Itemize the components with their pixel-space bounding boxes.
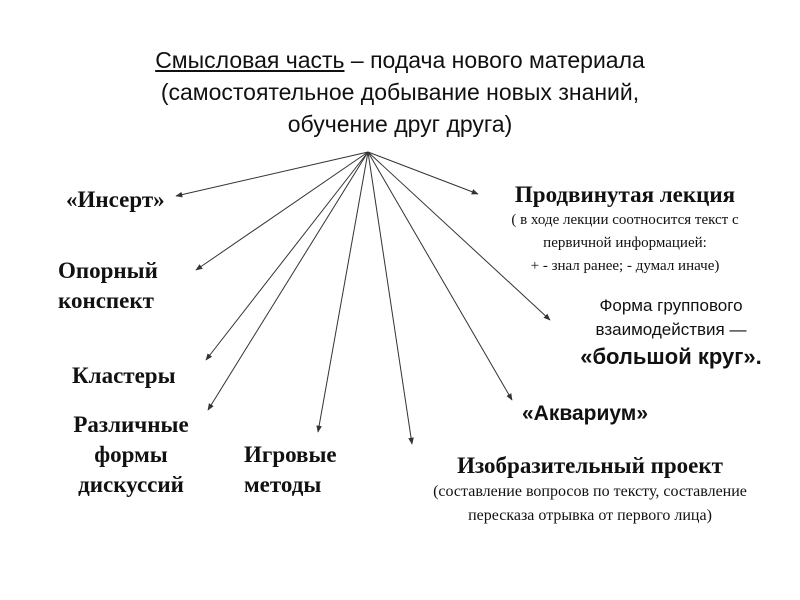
arrow-to-klastery <box>205 151 369 361</box>
title-rest: – подача нового материала <box>344 47 645 73</box>
title-block: Смысловая часть – подача нового материал… <box>60 44 740 140</box>
node-disc-line-2: формы <box>94 442 168 467</box>
node-opor-konspekt: Опорный конспект <box>58 256 158 316</box>
node-opor-line-2: конспект <box>58 288 154 313</box>
title-line-3: обучение друг друга) <box>287 111 513 137</box>
node-advanced-lecture: Продвинутая лекция ( в ходе лекции соотн… <box>470 181 780 278</box>
node-visual-project: Изобразительный проект (составление вопр… <box>390 452 790 528</box>
arrow-to-akvarium <box>367 151 513 401</box>
node-big-circle: Форма группового взаимодействия — «больш… <box>556 294 786 372</box>
arrow-to-game-methods <box>316 151 369 433</box>
title-underlined: Смысловая часть <box>155 47 345 73</box>
node-krug-line-1: Форма группового <box>599 296 743 315</box>
node-disc-line-3: дискуссий <box>78 472 184 497</box>
node-akvarium: «Аквариум» <box>522 402 649 425</box>
node-izo-sub-2: пересказа отрывка от первого лица) <box>468 507 712 524</box>
node-krug-line-3: «большой круг». <box>580 344 762 369</box>
arrow-to-advanced-lecture <box>367 151 479 195</box>
node-igr-line-2: методы <box>244 472 322 497</box>
title-line-2: (самостоятельное добывание новых знаний, <box>160 79 640 105</box>
arrow-to-discussions <box>207 151 369 411</box>
node-disc-line-1: Различные <box>73 412 189 437</box>
node-izo-title: Изобразительный проект <box>457 453 723 478</box>
node-lect-sub-3: + - знал ранее; - думал иначе) <box>530 258 720 274</box>
arrow-to-opor-konspekt <box>195 151 369 271</box>
node-game-methods: Игровые методы <box>244 440 337 500</box>
node-lect-sub-2: первичной информацией: <box>543 235 707 251</box>
node-discussions: Различные формы дискуссий <box>60 410 202 500</box>
node-krug-line-2: взаимодействия — <box>595 320 747 339</box>
node-klastery: Кластеры <box>72 363 176 388</box>
node-igr-line-1: Игровые <box>244 442 337 467</box>
node-izo-sub-1: (составление вопросов по тексту, составл… <box>433 483 747 500</box>
node-insert: «Инсерт» <box>66 187 165 212</box>
title-line-1: Смысловая часть – подача нового материал… <box>60 44 740 76</box>
arrow-to-insert <box>175 151 369 198</box>
node-lect-sub-1: ( в ходе лекции соотносится текст с <box>511 212 739 228</box>
arrow-to-visual-project <box>367 151 414 445</box>
arrow-to-big-circle <box>367 151 551 321</box>
node-lect-title: Продвинутая лекция <box>514 182 736 207</box>
node-opor-line-1: Опорный <box>58 258 158 283</box>
